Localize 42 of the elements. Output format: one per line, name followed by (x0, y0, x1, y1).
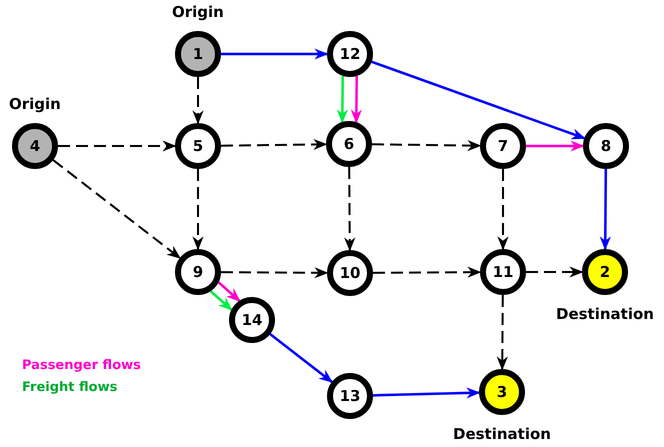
arrow (52, 159, 181, 259)
arrow (220, 138, 328, 150)
arrow (221, 48, 328, 60)
arrow (350, 76, 362, 124)
node-circle: 8 (583, 123, 629, 169)
arrow (496, 294, 508, 370)
arrow (269, 333, 333, 383)
arrow (526, 140, 584, 152)
node-circle: 4 (12, 123, 58, 169)
node-circle: 6 (326, 121, 372, 167)
arrow (192, 169, 204, 250)
node-caption: Destination (556, 305, 654, 323)
arrow (221, 267, 328, 278)
node-caption: Origin (172, 3, 224, 21)
node-circle: 12 (327, 31, 373, 77)
node-circle: 11 (480, 249, 526, 295)
arrow (526, 266, 584, 278)
node-circle: 2 (582, 249, 628, 295)
node-circle: 1 (175, 31, 221, 77)
legend-entry: Freight flows (22, 380, 118, 395)
node-circle: 3 (479, 369, 525, 415)
arrow (600, 169, 611, 250)
node-caption: Destination (453, 425, 551, 443)
arrow (372, 387, 480, 399)
arrow (371, 60, 586, 140)
arrow (218, 281, 240, 302)
arrow (210, 290, 232, 311)
arrow (192, 77, 204, 124)
node-circle: 7 (480, 123, 526, 169)
legend-entry: Passenger flows (22, 358, 141, 373)
arrow (344, 167, 356, 252)
arrow (497, 169, 509, 250)
arrow (58, 140, 176, 152)
node-circle: 9 (175, 249, 221, 295)
arrow (372, 140, 482, 152)
arrow (336, 76, 348, 124)
node-circle: 5 (175, 123, 221, 169)
node-circle: 10 (327, 250, 373, 296)
node-circle: 14 (229, 297, 275, 343)
arrow (373, 266, 482, 278)
node-circle: 13 (327, 373, 373, 419)
node-caption: Origin (9, 95, 61, 113)
